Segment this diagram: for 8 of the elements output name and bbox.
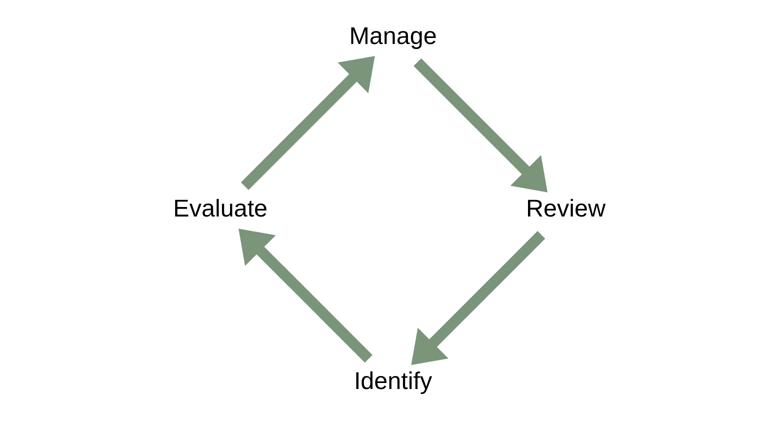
arrow (240, 56, 374, 190)
node-text: Manage (348, 22, 436, 50)
node-text: Review (525, 195, 605, 222)
node-text: Evaluate (172, 195, 268, 222)
arrow (410, 231, 545, 366)
arrow (238, 228, 372, 363)
arrow (413, 58, 548, 192)
node-text: Identify (353, 368, 432, 396)
